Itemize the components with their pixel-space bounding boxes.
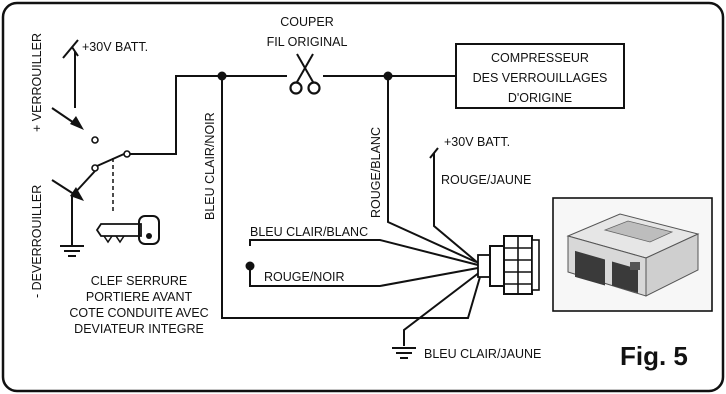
compressor-box <box>455 43 625 109</box>
bleu-clair-jaune-label: BLEU CLAIR/JAUNE <box>424 347 541 361</box>
connector-icon <box>477 235 540 295</box>
ground-icon <box>60 245 84 257</box>
scissors-icon <box>289 53 321 95</box>
figure-number: Fig. 5 <box>620 341 688 371</box>
rouge-blanc-label: ROUGE/BLANC <box>369 127 383 218</box>
couper-label-line1: COUPER <box>280 15 333 29</box>
switch-icon <box>51 39 131 245</box>
compressor-label-line1: COMPRESSEUR <box>491 51 589 65</box>
ground-icon <box>392 347 416 359</box>
compressor-label-line3: D'ORIGINE <box>508 91 572 105</box>
key-icon <box>95 215 160 245</box>
compressor-label-line2: DES VERROUILLAGES <box>473 71 608 85</box>
clef-label-line3: COTE CONDUITE AVEC <box>69 306 208 320</box>
clef-label-line4: DEVIATEUR INTEGRE <box>74 322 204 336</box>
plus-verrouiller-label: + VERROUILLER <box>30 33 44 132</box>
bleu-clair-noir-label: BLEU CLAIR/NOIR <box>203 112 217 220</box>
batt-right-label: +30V BATT. <box>444 135 510 149</box>
batt-top-label: +30V BATT. <box>82 40 148 54</box>
clef-label-line2: PORTIERE AVANT <box>86 290 193 304</box>
couper-label-line2: FIL ORIGINAL <box>267 35 348 49</box>
junction-dot <box>245 261 255 271</box>
rouge-jaune-label: ROUGE/JAUNE <box>441 173 531 187</box>
minus-deverrouiller-label: - DEVERROUILLER <box>30 185 44 298</box>
clef-label-line1: CLEF SERRURE <box>91 274 188 288</box>
rouge-noir-label: ROUGE/NOIR <box>264 270 345 284</box>
module-photo <box>552 197 713 312</box>
bleu-clair-blanc-label: BLEU CLAIR/BLANC <box>250 225 368 239</box>
